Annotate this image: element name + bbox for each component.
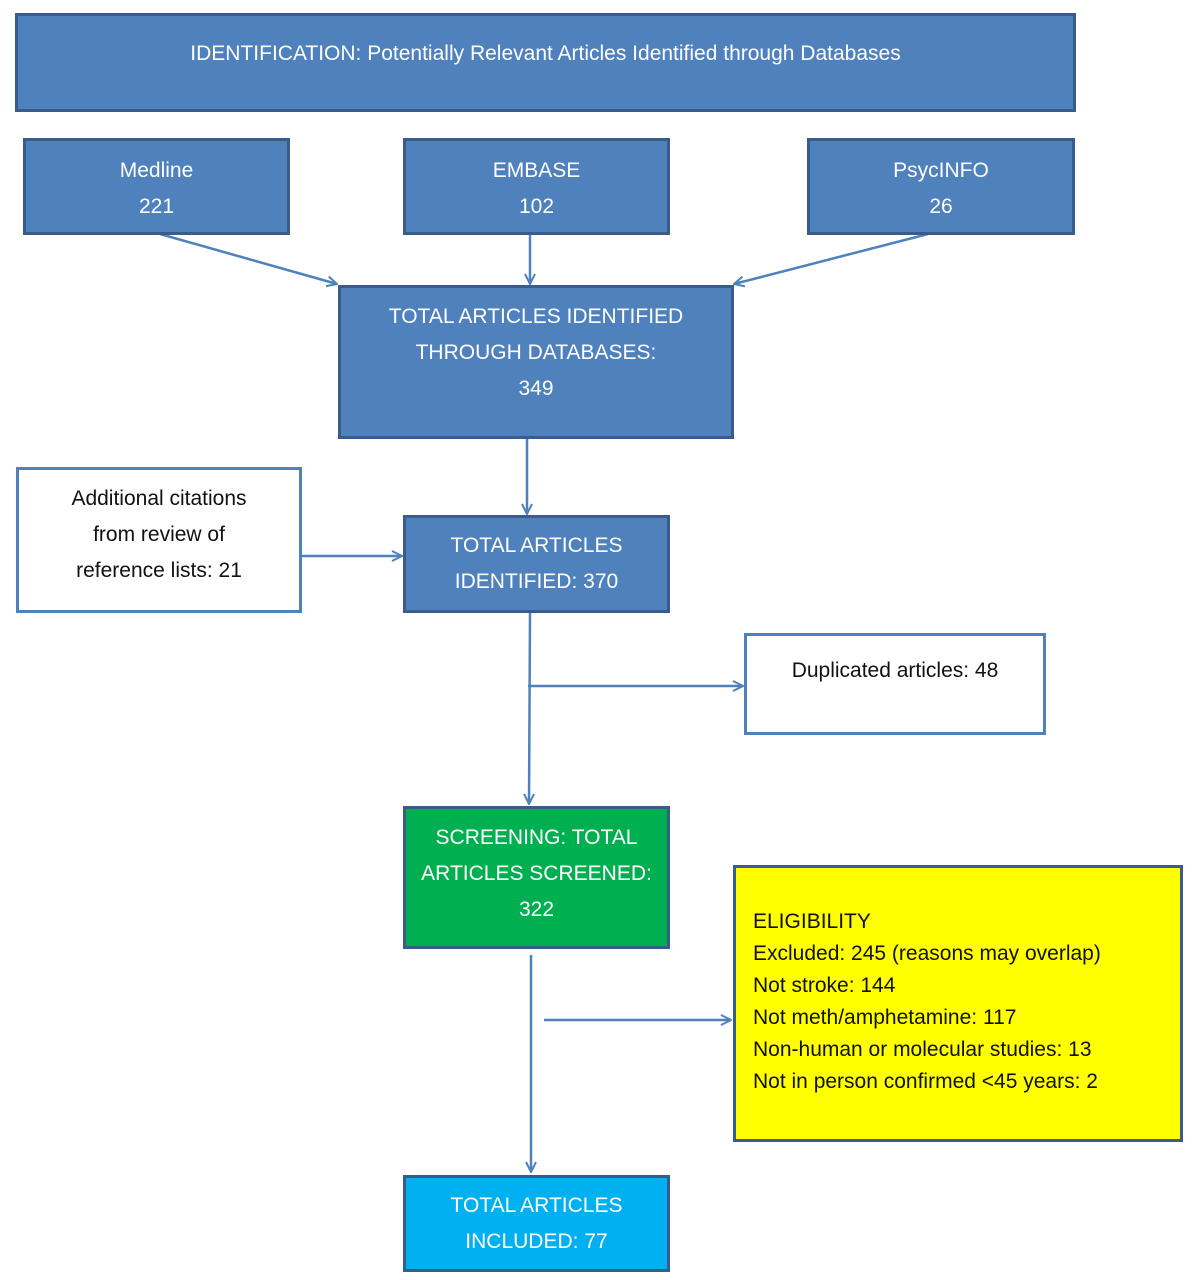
identification-header: IDENTIFICATION: Potentially Relevant Art… (15, 13, 1076, 112)
database-count: 26 (929, 195, 953, 218)
database-name: PsycINFO (893, 159, 989, 182)
total-databases-count: 349 (518, 377, 554, 400)
database-box-embase: EMBASE 102 (403, 138, 670, 235)
identification-title: IDENTIFICATION: Potentially Relevant Art… (190, 42, 901, 65)
database-box-medline: Medline 221 (23, 138, 290, 235)
eligibility-item: Excluded: 245 (reasons may overlap) (753, 942, 1101, 965)
duplicates-label: Duplicated articles: 48 (791, 659, 999, 682)
screening-line1: SCREENING: TOTAL (435, 826, 638, 849)
additional-citations-box: Additional citations from review of refe… (16, 467, 302, 613)
screening-line2: ARTICLES SCREENED: (421, 862, 652, 885)
arrow-medline-to-total (159, 232, 337, 284)
total-databases-box: TOTAL ARTICLES IDENTIFIED THROUGH DATABA… (338, 285, 734, 439)
eligibility-item: Not meth/amphetamine: 117 (753, 1006, 1017, 1029)
included-box: TOTAL ARTICLES INCLUDED: 77 (403, 1175, 670, 1272)
included-line1: TOTAL ARTICLES (450, 1194, 623, 1217)
duplicates-box: Duplicated articles: 48 (744, 633, 1046, 735)
total-identified-line1: TOTAL ARTICLES (450, 534, 623, 557)
database-name: EMBASE (492, 159, 581, 182)
eligibility-title: ELIGIBILITY (753, 910, 871, 933)
line-identified-to-screening (529, 612, 530, 804)
screening-count: 322 (518, 898, 555, 921)
eligibility-item: Not stroke: 144 (753, 974, 896, 997)
eligibility-box: ELIGIBILITY Excluded: 245 (reasons may o… (733, 865, 1183, 1142)
included-line2: INCLUDED: 77 (465, 1230, 608, 1253)
total-databases-line2: THROUGH DATABASES: (415, 341, 657, 364)
total-identified-box: TOTAL ARTICLES IDENTIFIED: 370 (403, 515, 670, 613)
additional-line2: from review of (93, 523, 225, 546)
database-count: 221 (138, 195, 175, 218)
eligibility-item: Not in person confirmed <45 years: 2 (753, 1070, 1098, 1093)
additional-line3: reference lists: 21 (76, 559, 242, 582)
total-identified-line2: IDENTIFIED: 370 (454, 570, 619, 593)
eligibility-item: Non-human or molecular studies: 13 (753, 1038, 1092, 1061)
screening-box: SCREENING: TOTAL ARTICLES SCREENED: 322 (403, 806, 670, 949)
total-databases-line1: TOTAL ARTICLES IDENTIFIED (388, 305, 684, 328)
arrow-psycinfo-to-total (734, 232, 929, 284)
database-count: 102 (518, 195, 555, 218)
database-name: Medline (119, 159, 194, 182)
database-box-psycinfo: PsycINFO 26 (807, 138, 1075, 235)
additional-line1: Additional citations (71, 487, 247, 510)
